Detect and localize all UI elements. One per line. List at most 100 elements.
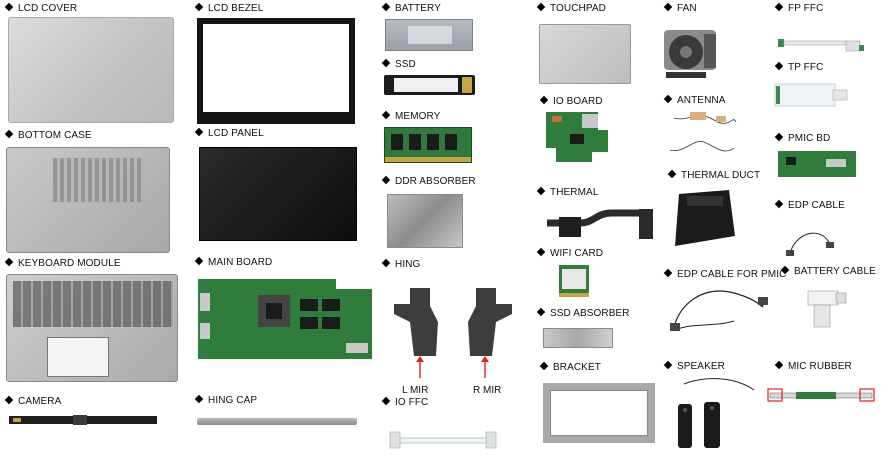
bullet-diamond-icon: [536, 307, 546, 317]
main-board-image: [198, 279, 372, 359]
label-text: LCD BEZEL: [208, 3, 264, 14]
label-mic-rubber: MIC RUBBER: [774, 360, 852, 372]
bullet-diamond-icon: [536, 186, 546, 196]
keyboard-module-image: [6, 274, 178, 382]
hing-image: [394, 288, 512, 356]
bullet-diamond-icon: [381, 175, 391, 185]
label-lcd-panel: LCD PANEL: [194, 127, 264, 139]
label-text: BOTTOM CASE: [18, 130, 92, 141]
label-text: IO BOARD: [553, 96, 603, 107]
label-text: KEYBOARD MODULE: [18, 258, 121, 269]
label-text: DDR ABSORBER: [395, 176, 476, 187]
label-speaker: SPEAKER: [663, 360, 725, 372]
label-edp-cable: EDP CABLE: [774, 199, 845, 211]
label-text: TP FFC: [788, 62, 824, 73]
speaker-image: [678, 378, 755, 448]
edp-cable-pmic-image: [670, 290, 768, 331]
label-battery: BATTERY: [381, 2, 441, 14]
label-text: SPEAKER: [677, 361, 725, 372]
label-text: BATTERY: [395, 3, 441, 14]
label-text: MAIN BOARD: [208, 257, 273, 268]
hing-cap-image: [197, 418, 357, 425]
bullet-diamond-icon: [381, 110, 391, 120]
ddr-absorber-image: [387, 194, 463, 248]
touchpad-image: [539, 24, 631, 84]
label-thermal: THERMAL: [536, 186, 599, 198]
bullet-diamond-icon: [194, 256, 204, 266]
edp-cable-image: [786, 232, 834, 256]
fp-ffc-image: [778, 39, 864, 52]
fan-image: [664, 30, 716, 78]
label-text: MEMORY: [395, 111, 441, 122]
bullet-diamond-icon: [536, 2, 546, 12]
camera-image: [9, 415, 157, 425]
label-camera: CAMERA: [4, 395, 61, 407]
bullet-diamond-icon: [780, 265, 790, 275]
bullet-diamond-icon: [381, 396, 391, 406]
wifi-card-image: [559, 265, 589, 297]
battery-cable-image: [807, 290, 847, 328]
bullet-diamond-icon: [194, 127, 204, 137]
label-ssd: SSD: [381, 58, 416, 70]
label-text: LCD PANEL: [208, 128, 264, 139]
label-touchpad: TOUCHPAD: [536, 2, 606, 14]
tp-ffc-image: [774, 83, 848, 107]
label-memory: MEMORY: [381, 110, 441, 122]
label-text: WIFI CARD: [550, 248, 604, 259]
label-ddr-absorber: DDR ABSORBER: [381, 175, 476, 187]
bullet-diamond-icon: [663, 360, 673, 370]
bullet-diamond-icon: [774, 61, 784, 71]
right-hinge-note: R MIR: [473, 385, 502, 396]
label-edp-cable-pmic: EDP CABLE FOR PMIC: [663, 268, 787, 280]
label-thermal-duct: THERMAL DUCT: [667, 169, 761, 181]
bullet-diamond-icon: [536, 247, 546, 257]
label-text: PMIC BD: [788, 133, 831, 144]
mic-rubber-image: [767, 388, 875, 402]
bullet-diamond-icon: [381, 2, 391, 12]
label-main-board: MAIN BOARD: [194, 256, 273, 268]
bullet-diamond-icon: [381, 258, 391, 268]
lcd-panel-image: [199, 147, 357, 241]
label-text: HING CAP: [208, 395, 258, 406]
label-lcd-bezel: LCD BEZEL: [194, 2, 264, 14]
label-text: TOUCHPAD: [550, 3, 606, 14]
thermal-image: [547, 209, 653, 239]
label-lcd-cover: LCD COVER: [4, 2, 78, 14]
bullet-diamond-icon: [194, 394, 204, 404]
label-io-ffc: IO FFC: [381, 396, 428, 408]
label-text: MIC RUBBER: [788, 361, 852, 372]
left-hinge-arrow-icon: [416, 356, 424, 378]
bullet-diamond-icon: [663, 94, 673, 104]
label-hing-cap: HING CAP: [194, 394, 258, 406]
bracket-image: [543, 383, 655, 443]
label-text: BATTERY CABLE: [794, 266, 876, 277]
label-text: THERMAL: [550, 187, 599, 198]
label-text: LCD COVER: [18, 3, 78, 14]
label-text: ANTENNA: [677, 95, 726, 106]
label-hing: HING: [381, 258, 420, 270]
left-hinge-note: L MIR: [402, 385, 429, 396]
label-text: EDP CABLE: [788, 200, 845, 211]
bullet-diamond-icon: [774, 360, 784, 370]
battery-image: [385, 19, 473, 51]
bullet-diamond-icon: [4, 395, 14, 405]
bullet-diamond-icon: [381, 58, 391, 68]
bullet-diamond-icon: [774, 199, 784, 209]
io-board-image: [546, 112, 608, 162]
io-ffc-image: [389, 431, 497, 449]
memory-image: [384, 127, 472, 163]
label-io-board: IO BOARD: [539, 95, 603, 107]
label-text: EDP CABLE FOR PMIC: [677, 269, 787, 280]
label-antenna: ANTENNA: [663, 94, 726, 106]
label-tp-ffc: TP FFC: [774, 61, 824, 73]
right-hinge-arrow-icon: [481, 356, 489, 378]
lcd-cover-image: [8, 17, 174, 123]
label-text: THERMAL DUCT: [681, 170, 761, 181]
label-pmic-bd: PMIC BD: [774, 132, 831, 144]
thermal-duct-image: [675, 190, 735, 246]
label-fan: FAN: [663, 2, 697, 14]
label-fp-ffc: FP FFC: [774, 2, 823, 14]
label-ssd-absorber: SSD ABSORBER: [536, 307, 630, 319]
pmic-bd-image: [778, 151, 856, 177]
bullet-diamond-icon: [774, 132, 784, 142]
